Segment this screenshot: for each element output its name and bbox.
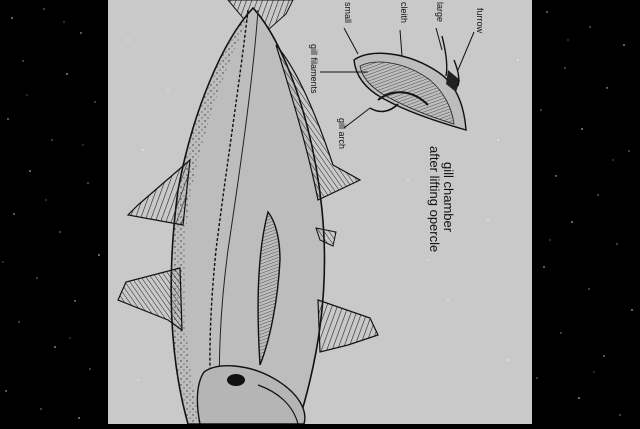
lateral-line (209, 9, 249, 424)
pelvic-fin-lower (117, 267, 183, 332)
label-gill-arch: gill arch (337, 118, 347, 150)
leader-small (343, 27, 359, 55)
second-dorsal-fin (315, 227, 337, 247)
fish-body (170, 6, 326, 424)
eye (227, 374, 245, 386)
label-cleithrum: cleith (399, 2, 409, 24)
label-furrow: furrow (475, 8, 485, 34)
label-large: large (435, 2, 445, 23)
leader-cleithrum (399, 29, 403, 57)
fish-illustration (117, 0, 519, 424)
illustration-panel: small cleith large furrow gill filaments… (108, 0, 532, 424)
leader-furrow (457, 31, 475, 71)
leader-large (435, 27, 443, 51)
label-gill-filaments: gill filaments (309, 44, 319, 94)
dorsal-fin (275, 44, 362, 201)
pectoral-fin (257, 210, 281, 366)
caption-line-2: after lifting opercle (427, 146, 442, 253)
gill-chamber-detail (353, 35, 467, 131)
starfield-left (0, 0, 108, 424)
caption-line-1: gill chamber (441, 162, 456, 233)
starfield-left-dots (2, 8, 100, 419)
label-small: small (343, 2, 353, 24)
starfield-right (532, 0, 640, 424)
body-shading (171, 8, 253, 424)
opercle (196, 365, 306, 424)
leader-gill-arch (343, 107, 371, 129)
anal-fin (317, 299, 379, 353)
pelvic-fin-upper (126, 158, 191, 226)
starfield-right-dots (536, 11, 633, 416)
